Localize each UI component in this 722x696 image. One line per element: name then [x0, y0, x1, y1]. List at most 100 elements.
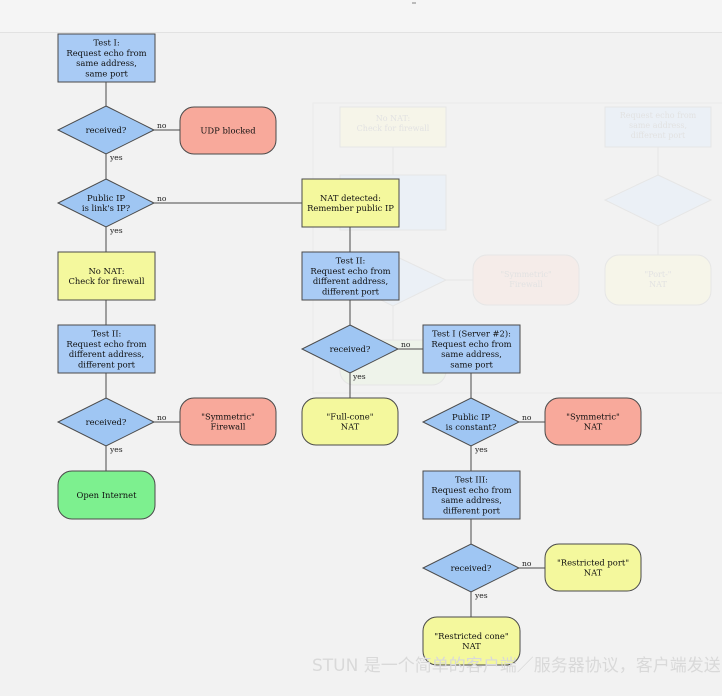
ghost-frame: [312, 102, 722, 394]
terminal-shape: [544, 397, 642, 446]
node-label: Public IP: [87, 193, 125, 203]
node-label: Open Internet: [77, 490, 138, 500]
edge-label-no: no: [157, 413, 167, 422]
edge-label-no: no: [157, 121, 167, 130]
edge-label-no: no: [522, 413, 532, 422]
ghost-text-no-nat: Check for firewall: [357, 124, 430, 133]
node-label: different port: [78, 359, 136, 369]
node-label: same port: [85, 68, 128, 78]
node-label: Check for firewall: [68, 276, 144, 286]
edge-label-yes: yes: [109, 153, 123, 162]
node-label: "Restricted cone": [434, 631, 509, 641]
decision-shape: [421, 397, 521, 447]
node-label: Test III:: [455, 475, 488, 485]
node-label: Request echo from: [431, 339, 511, 349]
edge-label-yes: yes: [109, 445, 123, 454]
edge-label-no: no: [157, 194, 167, 203]
edge-label-yes: yes: [109, 226, 123, 235]
edge-label-no: no: [522, 559, 532, 568]
process-shape: [301, 178, 400, 228]
flowchart-edges: [105, 82, 545, 617]
process-shape: [57, 324, 156, 374]
process-shape: [57, 251, 156, 301]
ghost-text-port: "Port-": [645, 270, 672, 279]
node-label: received?: [330, 344, 371, 354]
process-shape: [301, 251, 400, 301]
node-label: Test I (Server #2):: [432, 329, 511, 339]
node-label: received?: [451, 563, 492, 573]
node-label: Public IP: [452, 412, 490, 422]
terminal-shape: [179, 397, 277, 446]
decision-shape: [56, 105, 156, 155]
ghost-text-test: Request echo from: [620, 111, 697, 120]
node-label: different address,: [313, 276, 388, 286]
node-label: NAT: [341, 422, 360, 432]
top-bar: [0, 0, 722, 33]
node-label: same address,: [76, 58, 137, 68]
node-label: different port: [322, 286, 380, 296]
decision-shape: [421, 543, 521, 593]
node-label: different port: [443, 505, 501, 515]
node-received2: received?: [56, 397, 156, 447]
node-received3: received?: [421, 543, 521, 593]
node-label: Request echo from: [431, 485, 511, 495]
decision-shape: [56, 178, 156, 228]
terminal-shape: [179, 106, 277, 155]
terminal-shape: [57, 470, 156, 520]
edge-label-yes: yes: [352, 372, 366, 381]
background-caption-text: STUN 是一个简单的客户端／服务器协议，客户端发送: [312, 656, 721, 676]
node-symmetric-firewall: "Symmetric"Firewall: [179, 397, 277, 446]
node-test1-server2: Test I (Server #2):Request echo fromsame…: [422, 324, 521, 374]
ghost-decision: [603, 174, 713, 227]
node-label: Test II:: [92, 329, 122, 339]
node-received-mid: received?: [300, 324, 400, 374]
node-no-nat: No NAT:Check for firewall: [57, 251, 156, 301]
node-label: NAT: [462, 641, 481, 651]
node-label: "Symmetric": [566, 411, 620, 421]
node-label: received?: [86, 417, 127, 427]
node-restricted-port: "Restricted port"NAT: [544, 543, 642, 592]
node-label: is constant?: [446, 422, 497, 432]
process-shape: [422, 470, 521, 520]
node-label: NAT: [584, 568, 603, 578]
process-shape: [422, 324, 521, 374]
node-label: Request echo from: [66, 339, 146, 349]
node-label: "Restricted port": [557, 557, 629, 567]
ghost-text-symmetric: Firewall: [509, 280, 543, 289]
ghost-test-box: [604, 106, 712, 148]
decision-shape: [300, 324, 400, 374]
node-symmetric-nat: "Symmetric"NAT: [544, 397, 642, 446]
ghost-text-symmetric: "Symmetric": [500, 270, 551, 279]
ghost-text-port: NAT: [649, 280, 667, 289]
ghost-no-nat-box: [339, 106, 447, 148]
node-label: Remember public IP: [307, 203, 394, 213]
node-label: "Symmetric": [201, 411, 255, 421]
node-label: Test II:: [336, 256, 366, 266]
node-label: Request echo from: [310, 266, 390, 276]
edge-label-yes: yes: [474, 591, 488, 600]
node-label: Test I:: [93, 38, 119, 48]
terminal-shape: [422, 616, 521, 666]
node-label: same address,: [441, 495, 502, 505]
terminal-shape: [301, 397, 399, 446]
ghost-text-test: different port: [631, 131, 686, 140]
node-label: received?: [86, 125, 127, 135]
node-label: is link's IP?: [82, 203, 131, 213]
node-label: NAT: [584, 422, 603, 432]
edge-label-no: no: [401, 340, 411, 349]
node-label: Firewall: [211, 422, 246, 432]
top-bar-mark: [412, 2, 416, 4]
process-shape: [57, 33, 156, 83]
node-full-cone: "Full-cone"NAT: [301, 397, 399, 446]
decision-shape: [56, 397, 156, 447]
node-open-internet: Open Internet: [57, 470, 156, 520]
